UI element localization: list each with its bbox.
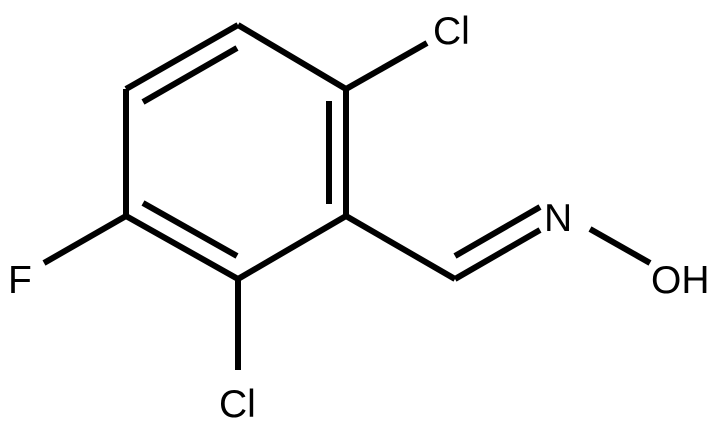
atom-cl-top: Cl	[433, 10, 470, 53]
atom-cl-bottom: Cl	[219, 383, 256, 426]
atom-hydroxyl: OH	[651, 259, 710, 302]
atom-labels: Cl F Cl N OH	[8, 10, 710, 426]
ring-bond-top-right	[236, 22, 348, 92]
bond-ch-n	[453, 227, 542, 282]
bond-c-cl-top	[344, 40, 429, 92]
substituent-bonds	[42, 40, 652, 370]
bond-c-ch	[344, 213, 457, 282]
atom-fluorine: F	[8, 259, 32, 302]
benzene-ring	[123, 22, 349, 282]
ring-bond-bottom-left-inner	[141, 200, 239, 259]
bond-n-o	[588, 226, 652, 266]
bond-c-f	[42, 213, 128, 266]
ring-bond-bottom-right	[236, 213, 348, 282]
ring-bond-top-inner	[141, 45, 239, 105]
bond-ch-n-double	[453, 204, 542, 259]
atom-nitrogen: N	[544, 197, 572, 240]
ring-bond-bottom-left	[124, 213, 240, 282]
ring-bond-top	[124, 22, 240, 92]
